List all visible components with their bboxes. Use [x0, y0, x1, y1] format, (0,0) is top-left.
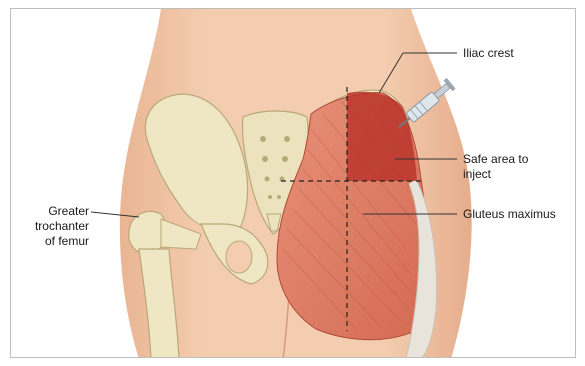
gluteal-injection-diagram	[11, 9, 576, 358]
label-iliac-crest: Iliac crest	[463, 46, 514, 61]
label-safe-area: Safe area to inject	[463, 152, 528, 182]
label-trochanter-line2: trochanter	[25, 219, 89, 234]
label-greater-trochanter: Greater trochanter of femur	[25, 204, 89, 249]
label-trochanter-line1: Greater	[25, 204, 89, 219]
label-safe-area-line2: inject	[463, 167, 528, 182]
label-trochanter-line3: of femur	[25, 234, 89, 249]
label-gluteus-maximus: Gluteus maximus	[463, 207, 556, 222]
illustration-frame: Iliac crest Safe area to inject Gluteus …	[10, 8, 576, 358]
label-safe-area-line1: Safe area to	[463, 152, 528, 167]
obturator-foramen	[226, 241, 252, 273]
